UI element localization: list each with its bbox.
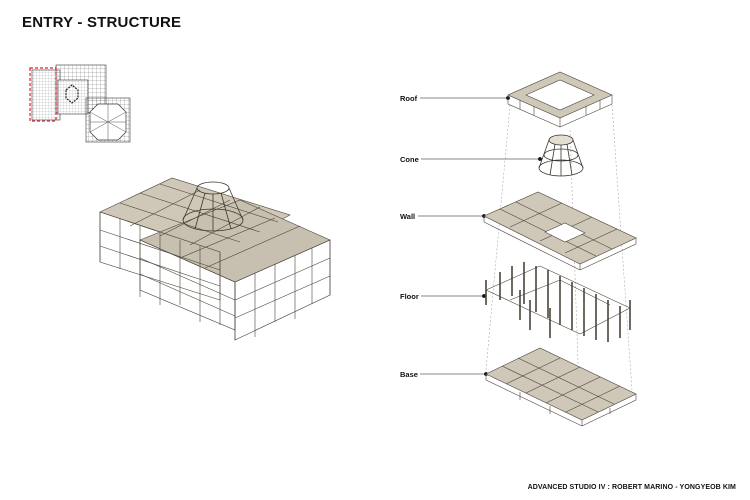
studio-credit: ADVANCED STUDIO IV : ROBERT MARINO - YON… [527,484,736,491]
label-roof: Roof [400,94,418,103]
label-cone: Cone [400,155,419,164]
plan-highlight [29,67,57,122]
label-wall: Wall [400,212,416,221]
layer-cone [538,134,584,177]
layer-floor [485,262,631,342]
layer-wall [483,191,637,271]
page-title: ENTRY - STRUCTURE [22,14,182,31]
main-structure [99,177,331,341]
label-floor: Floor [400,292,419,301]
leader-lines [418,96,542,376]
label-base: Base [400,370,418,379]
layer-roof [507,71,613,128]
layer-base [485,347,637,427]
key-plan [29,64,131,143]
plan-cone-outline [65,84,79,104]
